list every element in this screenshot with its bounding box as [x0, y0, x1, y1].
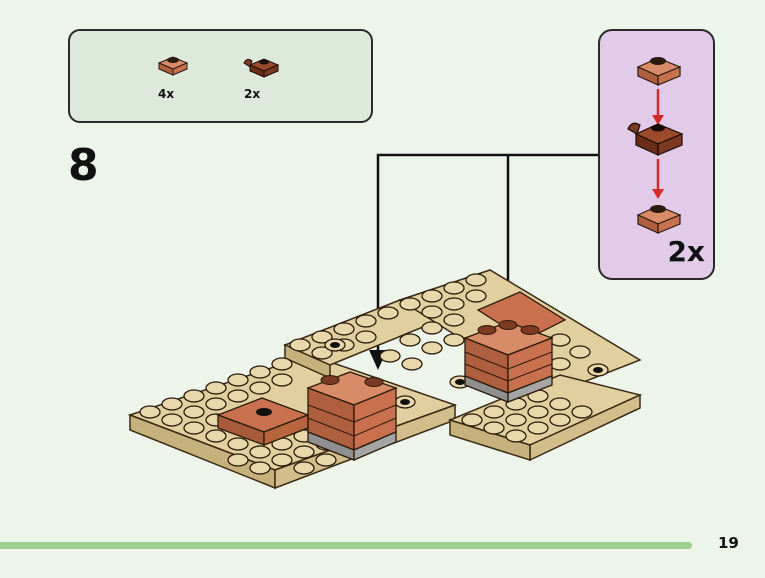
- brown-tile: [216, 397, 310, 446]
- parts-list-box: 4x 2x: [68, 29, 373, 123]
- round-plate-icon: [157, 56, 189, 76]
- brick-stack-left: [306, 371, 398, 461]
- part-plate-clip: 2x: [242, 53, 302, 101]
- step-number: 8: [68, 140, 99, 191]
- subassembly-diagram: [627, 57, 684, 234]
- round-plate-top-icon: [636, 57, 682, 86]
- round-plate-bottom-icon: [636, 205, 682, 234]
- brick-stack-right: [463, 291, 567, 403]
- subassembly-box: 2x: [598, 29, 715, 280]
- clip-plate-icon: [243, 58, 280, 78]
- part-quantity: 4x: [158, 87, 175, 101]
- subassembly-multiplier: 2x: [667, 235, 705, 268]
- part-quantity: 2x: [244, 87, 261, 101]
- placement-line: [376, 153, 598, 360]
- footer-bar: [0, 542, 692, 549]
- clip-plate-middle-icon: [627, 122, 684, 156]
- studs: [139, 273, 593, 475]
- part-round-plate: 4x: [156, 53, 216, 101]
- page-number: 19: [718, 534, 739, 552]
